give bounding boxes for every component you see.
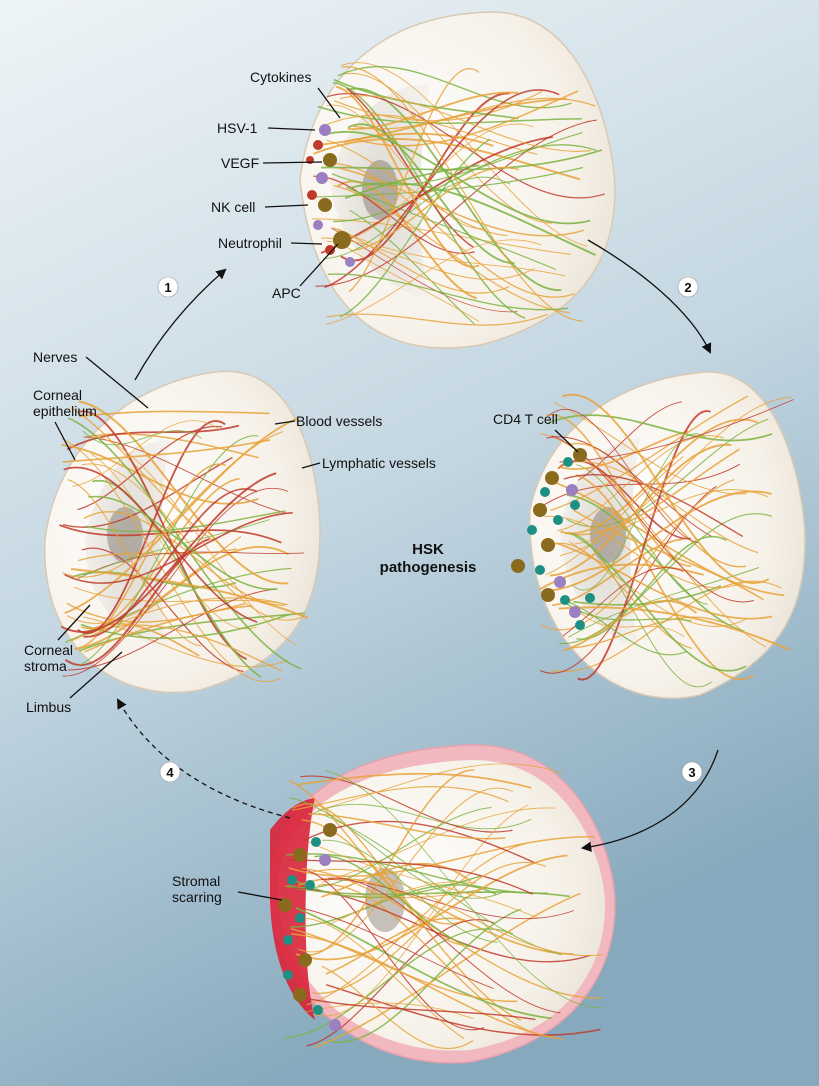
label-corneal-stroma-2: stroma: [24, 658, 67, 674]
label-cd4-t-cell: CD4 T cell: [493, 411, 558, 427]
label-stromal-scarring-1: Stromal: [172, 873, 220, 889]
vegf-dot: [323, 153, 337, 167]
label-corneal-stroma-1: Corneal: [24, 642, 73, 658]
cytokine-dot: [319, 124, 331, 136]
cytokine-dot: [316, 172, 328, 184]
label-corneal-epithelium-1: Corneal: [33, 387, 82, 403]
step-badge-3: 3: [682, 762, 702, 782]
label-limbus: Limbus: [26, 699, 71, 715]
hsv-particle: [313, 140, 323, 150]
svg-text:4: 4: [166, 765, 174, 780]
svg-text:2: 2: [684, 280, 691, 295]
center-title-line-2: pathogenesis: [380, 559, 477, 576]
svg-text:3: 3: [688, 765, 695, 780]
step-badge-4: 4: [160, 762, 180, 782]
label-apc: APC: [272, 285, 301, 301]
label-hsv1: HSV-1: [217, 120, 258, 136]
apc-dot: [318, 198, 332, 212]
label-blood-vessels: Blood vessels: [296, 413, 382, 429]
label-corneal-epithelium-2: epithelium: [33, 403, 97, 419]
center-title-line-1: HSK: [412, 541, 444, 558]
label-nerves: Nerves: [33, 349, 77, 365]
nk-cell-dot: [307, 190, 317, 200]
label-neutrophil: Neutrophil: [218, 235, 282, 251]
svg-text:1: 1: [164, 280, 171, 295]
step-badge-2: 2: [678, 277, 698, 297]
cytokine-dot: [313, 220, 323, 230]
label-stromal-scarring-2: scarring: [172, 889, 222, 905]
step-badge-1: 1: [158, 277, 178, 297]
cytokine-dot: [345, 257, 355, 267]
label-lymphatic-vessels: Lymphatic vessels: [322, 455, 436, 471]
label-vegf: VEGF: [221, 155, 259, 171]
label-cytokines: Cytokines: [250, 69, 311, 85]
label-nk-cell: NK cell: [211, 199, 255, 215]
